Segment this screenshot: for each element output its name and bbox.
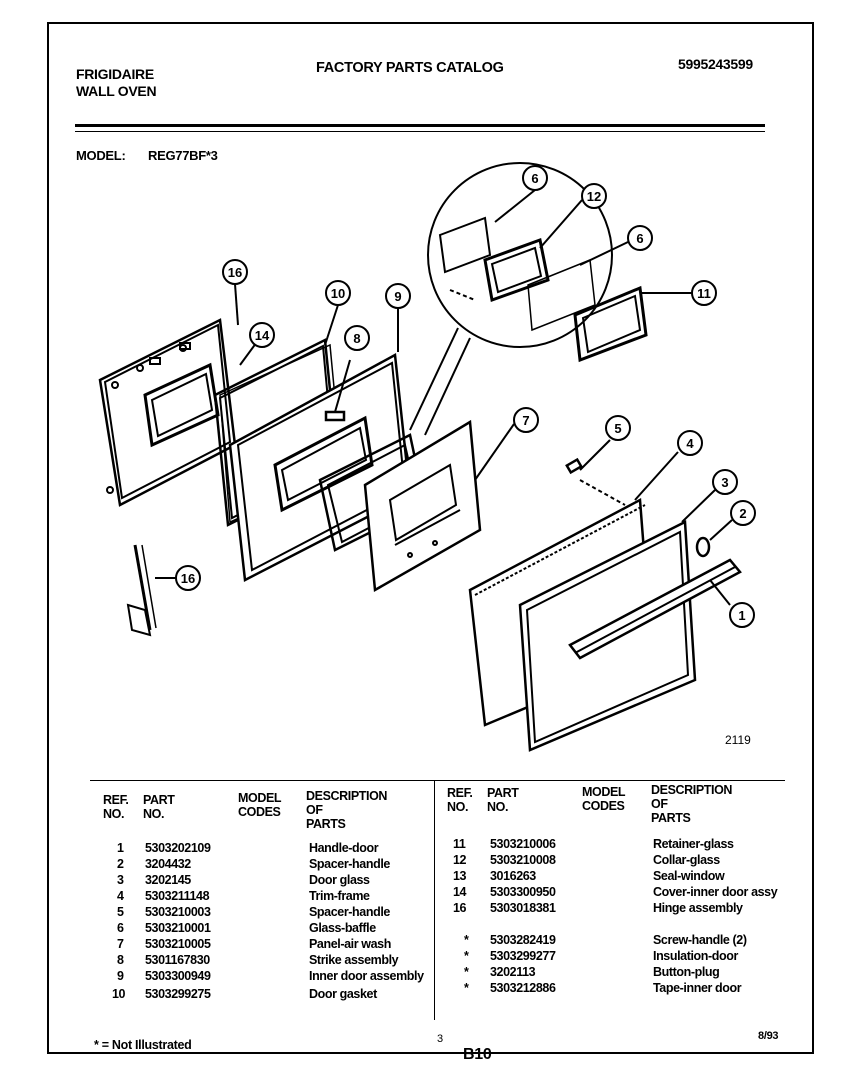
callout-12: 12: [539, 183, 607, 249]
svg-text:6: 6: [531, 171, 538, 186]
svg-text:16: 16: [228, 265, 242, 280]
svg-text:2: 2: [739, 506, 746, 521]
model-number: REG77BF*3: [148, 148, 218, 163]
svg-text:1: 1: [738, 608, 745, 623]
exploded-door-diagram: 16 14 10 9 8 7 6 12: [98, 162, 756, 752]
page-border: [47, 22, 814, 1054]
table-top-rule: [90, 780, 785, 781]
svg-text:3: 3: [721, 475, 728, 490]
svg-text:11: 11: [697, 286, 711, 301]
svg-text:6: 6: [636, 231, 643, 246]
model-label: MODEL:: [76, 148, 126, 163]
svg-text:16: 16: [181, 571, 195, 586]
brand-name: FRIGIDAIRE: [76, 66, 154, 82]
callout-7: 7: [474, 407, 539, 481]
detail-magnifier: [409, 162, 648, 436]
callout-5: 5: [579, 415, 631, 471]
part-strike-assembly: [324, 359, 351, 422]
figure-number: 2119: [725, 733, 751, 747]
table-divider: [434, 780, 435, 1020]
callout-6-top: 6: [494, 165, 548, 223]
part-panel-air-wash: [363, 419, 482, 593]
not-illustrated-note: * = Not Illustrated: [94, 1038, 192, 1052]
catalog-number: 5995243599: [678, 56, 753, 72]
part-handle-door: [568, 558, 742, 660]
callout-3: 3: [681, 469, 738, 523]
callout-4: 4: [634, 430, 703, 501]
svg-text:9: 9: [394, 289, 401, 304]
callout-10: 10: [324, 280, 351, 346]
callout-9: 9: [385, 283, 411, 352]
callout-11: 11: [642, 280, 717, 306]
page-number: 3: [437, 1033, 443, 1045]
callout-16: 16: [155, 565, 201, 591]
callout-1: 1: [709, 579, 755, 628]
svg-text:10: 10: [331, 286, 345, 301]
section-code: B10: [463, 1046, 492, 1063]
part-spacer-handle: [565, 457, 711, 558]
part-cover-inner-door: [98, 318, 237, 507]
part-hinge-assembly: [126, 544, 157, 637]
callout-6-side: 6: [579, 225, 653, 266]
callout-2: 2: [709, 500, 756, 541]
callout-14: 16: [222, 259, 248, 326]
svg-text:4: 4: [686, 436, 694, 451]
callout-8: 8: [344, 325, 370, 351]
svg-text:5: 5: [614, 421, 621, 436]
product-name: WALL OVEN: [76, 83, 157, 99]
svg-text:14: 14: [255, 328, 270, 343]
callout-13: 14: [239, 322, 275, 366]
svg-text:8: 8: [353, 331, 360, 346]
revision-date: 8/93: [758, 1030, 779, 1042]
catalog-title: FACTORY PARTS CATALOG: [316, 60, 504, 76]
header-rule-thick: [75, 124, 765, 127]
svg-text:12: 12: [587, 189, 601, 204]
header-rule-thin: [75, 131, 765, 132]
svg-text:7: 7: [522, 413, 529, 428]
